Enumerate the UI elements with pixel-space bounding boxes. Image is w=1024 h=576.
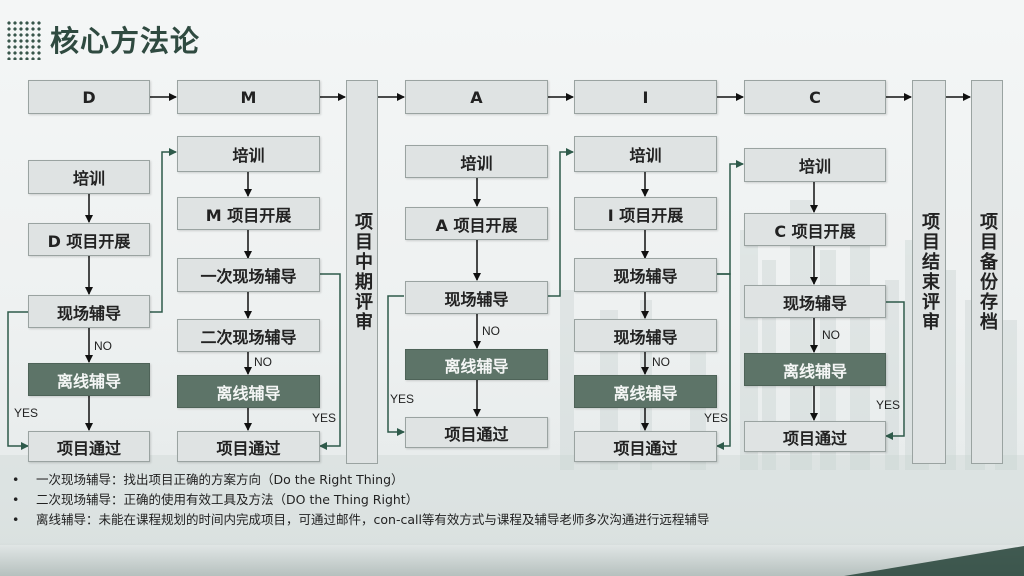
d-project-start-box: D 项目开展 (28, 223, 150, 256)
i-project-start-box: I 项目开展 (574, 197, 717, 230)
m-second-onsite-box: 二次现场辅导 (177, 319, 320, 352)
m-training-box: 培训 (177, 136, 320, 172)
dot-grid-decoration (6, 20, 42, 60)
m-no-label: NO (254, 355, 272, 369)
d-onsite-coaching-box: 现场辅导 (28, 295, 150, 328)
i-project-pass-box: 项目通过 (574, 431, 717, 462)
phase-A-box: A (405, 80, 548, 114)
m-project-start-box: M 项目开展 (177, 197, 320, 230)
notes-list: •一次现场辅导：找出项目正确的方案方向（Do the Right Thing） … (8, 470, 709, 530)
a-offline-coaching-box: 离线辅导 (405, 349, 548, 380)
c-yes-label: YES (876, 398, 901, 412)
m-offline-coaching-box: 离线辅导 (177, 375, 320, 408)
note-item: •离线辅导：未能在课程规划的时间内完成项目，可通过邮件，con-call等有效方… (12, 512, 710, 527)
d-offline-coaching-box: 离线辅导 (28, 363, 150, 396)
c-offline-coaching-box: 离线辅导 (744, 353, 886, 386)
a-onsite-coaching-box: 现场辅导 (405, 281, 548, 314)
phase-I-box: I (574, 80, 717, 114)
phase-M-box: M (177, 80, 320, 114)
mid-review-bar: 项目中期评审 (346, 80, 378, 464)
i-training-box: 培训 (574, 136, 717, 172)
a-project-pass-box: 项目通过 (405, 417, 548, 448)
a-yes-label: YES (390, 392, 415, 406)
c-onsite-coaching-box: 现场辅导 (744, 285, 886, 318)
m-yes-label: YES (312, 411, 337, 425)
a-no-label: NO (482, 324, 500, 338)
note-item: •一次现场辅导：找出项目正确的方案方向（Do the Right Thing） (12, 472, 404, 487)
a-training-box: 培训 (405, 145, 548, 178)
c-project-pass-box: 项目通过 (744, 421, 886, 452)
note-item: •二次现场辅导：正确的使用有效工具及方法（DO the Thing Right） (12, 492, 419, 507)
page-title: 核心方法论 (50, 24, 201, 58)
archive-bar: 项目备份存档 (971, 80, 1003, 464)
c-training-box: 培训 (744, 148, 886, 182)
i-yes-label: YES (704, 411, 729, 425)
end-review-bar: 项目结束评审 (912, 80, 946, 464)
c-project-start-box: C 项目开展 (744, 213, 886, 246)
i-offline-coaching-box: 离线辅导 (574, 375, 717, 408)
phase-D-box: D (28, 80, 150, 114)
phase-C-box: C (744, 80, 886, 114)
c-no-label: NO (822, 328, 840, 342)
d-no-label: NO (94, 339, 112, 353)
d-training-box: 培训 (28, 160, 150, 194)
corner-accent (844, 546, 1024, 576)
m-first-onsite-box: 一次现场辅导 (177, 258, 320, 292)
i-no-label: NO (652, 355, 670, 369)
d-yes-label: YES (14, 406, 39, 420)
d-project-pass-box: 项目通过 (28, 431, 150, 462)
i-first-onsite-box: 现场辅导 (574, 258, 717, 292)
i-second-onsite-box: 现场辅导 (574, 319, 717, 352)
a-project-start-box: A 项目开展 (405, 207, 548, 240)
m-project-pass-box: 项目通过 (177, 431, 320, 462)
